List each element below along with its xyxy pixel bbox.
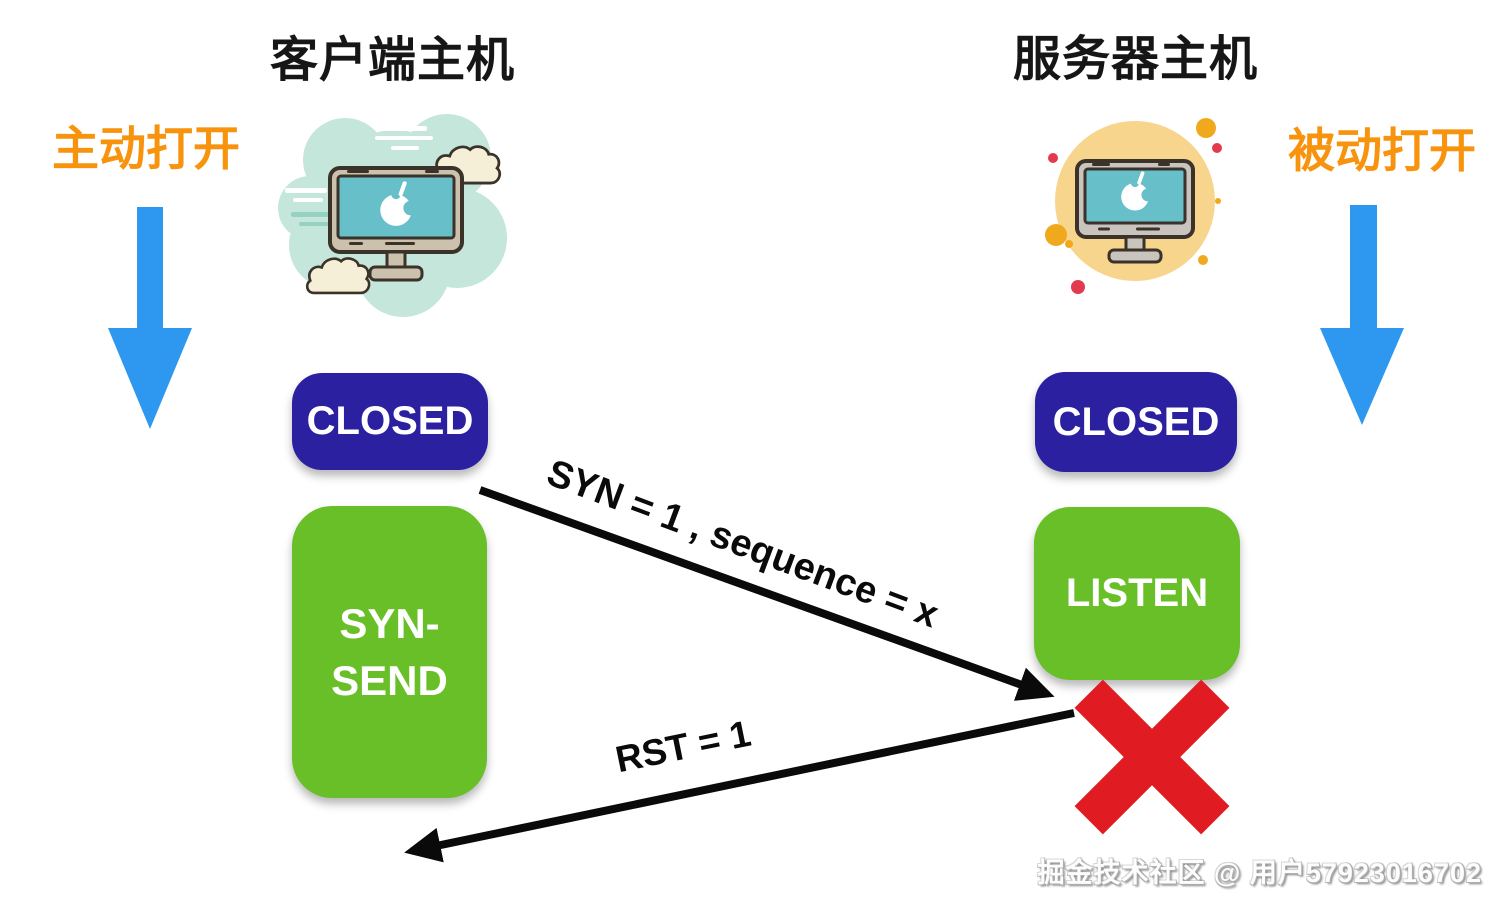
client-computer-icon	[278, 114, 507, 317]
apple-logo-icon	[1121, 170, 1155, 211]
syn-message-label: SYN = 1 , sequence = x	[541, 452, 944, 637]
syn-message-arrow	[478, 486, 1055, 701]
client-closed-state-label: CLOSED	[306, 399, 474, 443]
client-syn-send-state-box: SYN- SEND	[292, 506, 487, 798]
client-closed-state-box: CLOSED	[292, 373, 488, 470]
connection-refused-x-icon	[1074, 679, 1230, 835]
server-passive-open-label: 被动打开	[1288, 124, 1476, 177]
server-computer-icon	[1037, 118, 1222, 294]
rst-message-label: RST = 1	[612, 712, 755, 781]
server-closed-state-label: CLOSED	[1052, 399, 1220, 444]
client-down-arrow-icon	[108, 207, 192, 429]
client-active-open-label: 主动打开	[52, 122, 240, 175]
cloud-icon	[305, 257, 371, 295]
listen-state-label: LISTEN	[1065, 571, 1209, 615]
cloud-icon	[432, 145, 502, 185]
server-closed-state-box: CLOSED	[1035, 372, 1237, 472]
apple-logo-icon	[380, 180, 419, 226]
syn-send-state-label-line2: SEND	[331, 657, 448, 704]
watermark-text: 掘金技术社区 @ 用户57923016702	[1037, 858, 1482, 888]
client-host-title: 客户端主机	[270, 34, 516, 87]
server-down-arrow-icon	[1320, 205, 1404, 425]
syn-send-state-label-line1: SYN-	[339, 600, 440, 647]
server-listen-state-box: LISTEN	[1034, 507, 1240, 680]
server-host-title: 服务器主机	[1013, 33, 1259, 86]
